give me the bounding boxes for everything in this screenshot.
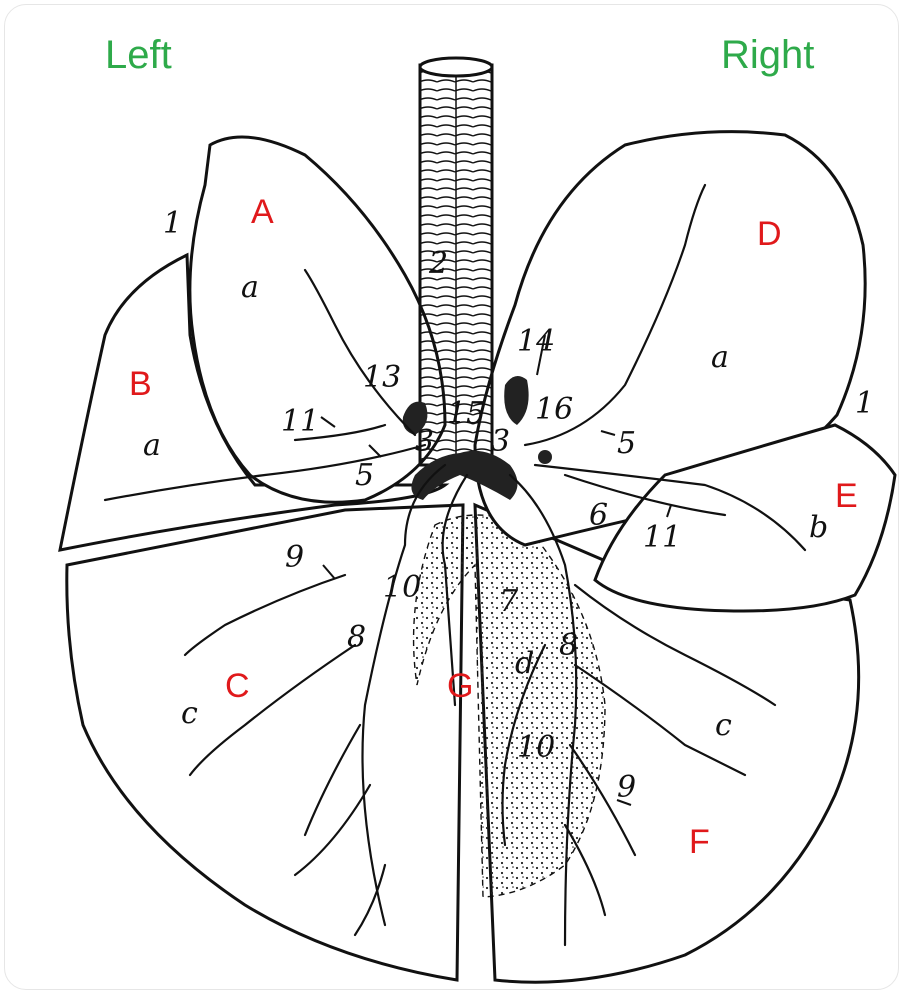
letter-a-lobe-d: a	[711, 340, 729, 375]
region-label-b: B	[129, 365, 152, 403]
lung-diagram: Left Right A B C D E F G a a a b c c d 1…	[5, 5, 899, 990]
number-8-right: 8	[559, 628, 578, 663]
number-5-left: 5	[355, 458, 374, 493]
number-6: 6	[589, 498, 608, 533]
letter-b-lobe-e: b	[809, 510, 828, 545]
number-11-left: 11	[281, 404, 319, 439]
left-side-label: Left	[105, 33, 172, 77]
region-label-d: D	[757, 215, 782, 253]
number-9-left: 9	[285, 540, 304, 575]
number-14: 14	[517, 324, 555, 359]
number-1-left: 1	[163, 206, 182, 241]
letter-c-lobe-f: c	[715, 708, 732, 743]
trachea-opening	[420, 58, 492, 76]
region-label-e: E	[835, 477, 858, 515]
region-label-c: C	[225, 667, 250, 705]
letter-a-lobe-a: a	[241, 270, 259, 305]
number-3-right: 3	[491, 424, 510, 459]
number-5-right: 5	[617, 426, 636, 461]
lymph-node-16	[538, 450, 552, 464]
number-3-left: 3	[415, 424, 434, 459]
number-2: 2	[428, 246, 448, 281]
diagram-card: Left Right A B C D E F G a a a b c c d 1…	[4, 4, 899, 990]
region-label-a: A	[251, 193, 274, 231]
region-label-g: G	[447, 667, 473, 705]
number-7: 7	[499, 584, 519, 619]
number-9-right: 9	[617, 770, 636, 805]
number-16: 16	[535, 392, 573, 427]
number-15: 15	[447, 396, 485, 431]
number-1-right: 1	[855, 386, 874, 421]
letter-d-accessory: d	[515, 646, 534, 681]
number-10-right: 10	[517, 730, 555, 765]
number-11-right: 11	[643, 520, 681, 555]
number-13: 13	[363, 360, 401, 395]
number-8-left: 8	[347, 620, 366, 655]
letter-a-lobe-b: a	[143, 428, 161, 463]
lobe-a-outline	[190, 137, 445, 502]
number-10-left: 10	[383, 570, 421, 605]
letter-c-lobe-c: c	[181, 696, 198, 731]
right-side-label: Right	[721, 33, 814, 77]
region-label-f: F	[689, 823, 710, 861]
